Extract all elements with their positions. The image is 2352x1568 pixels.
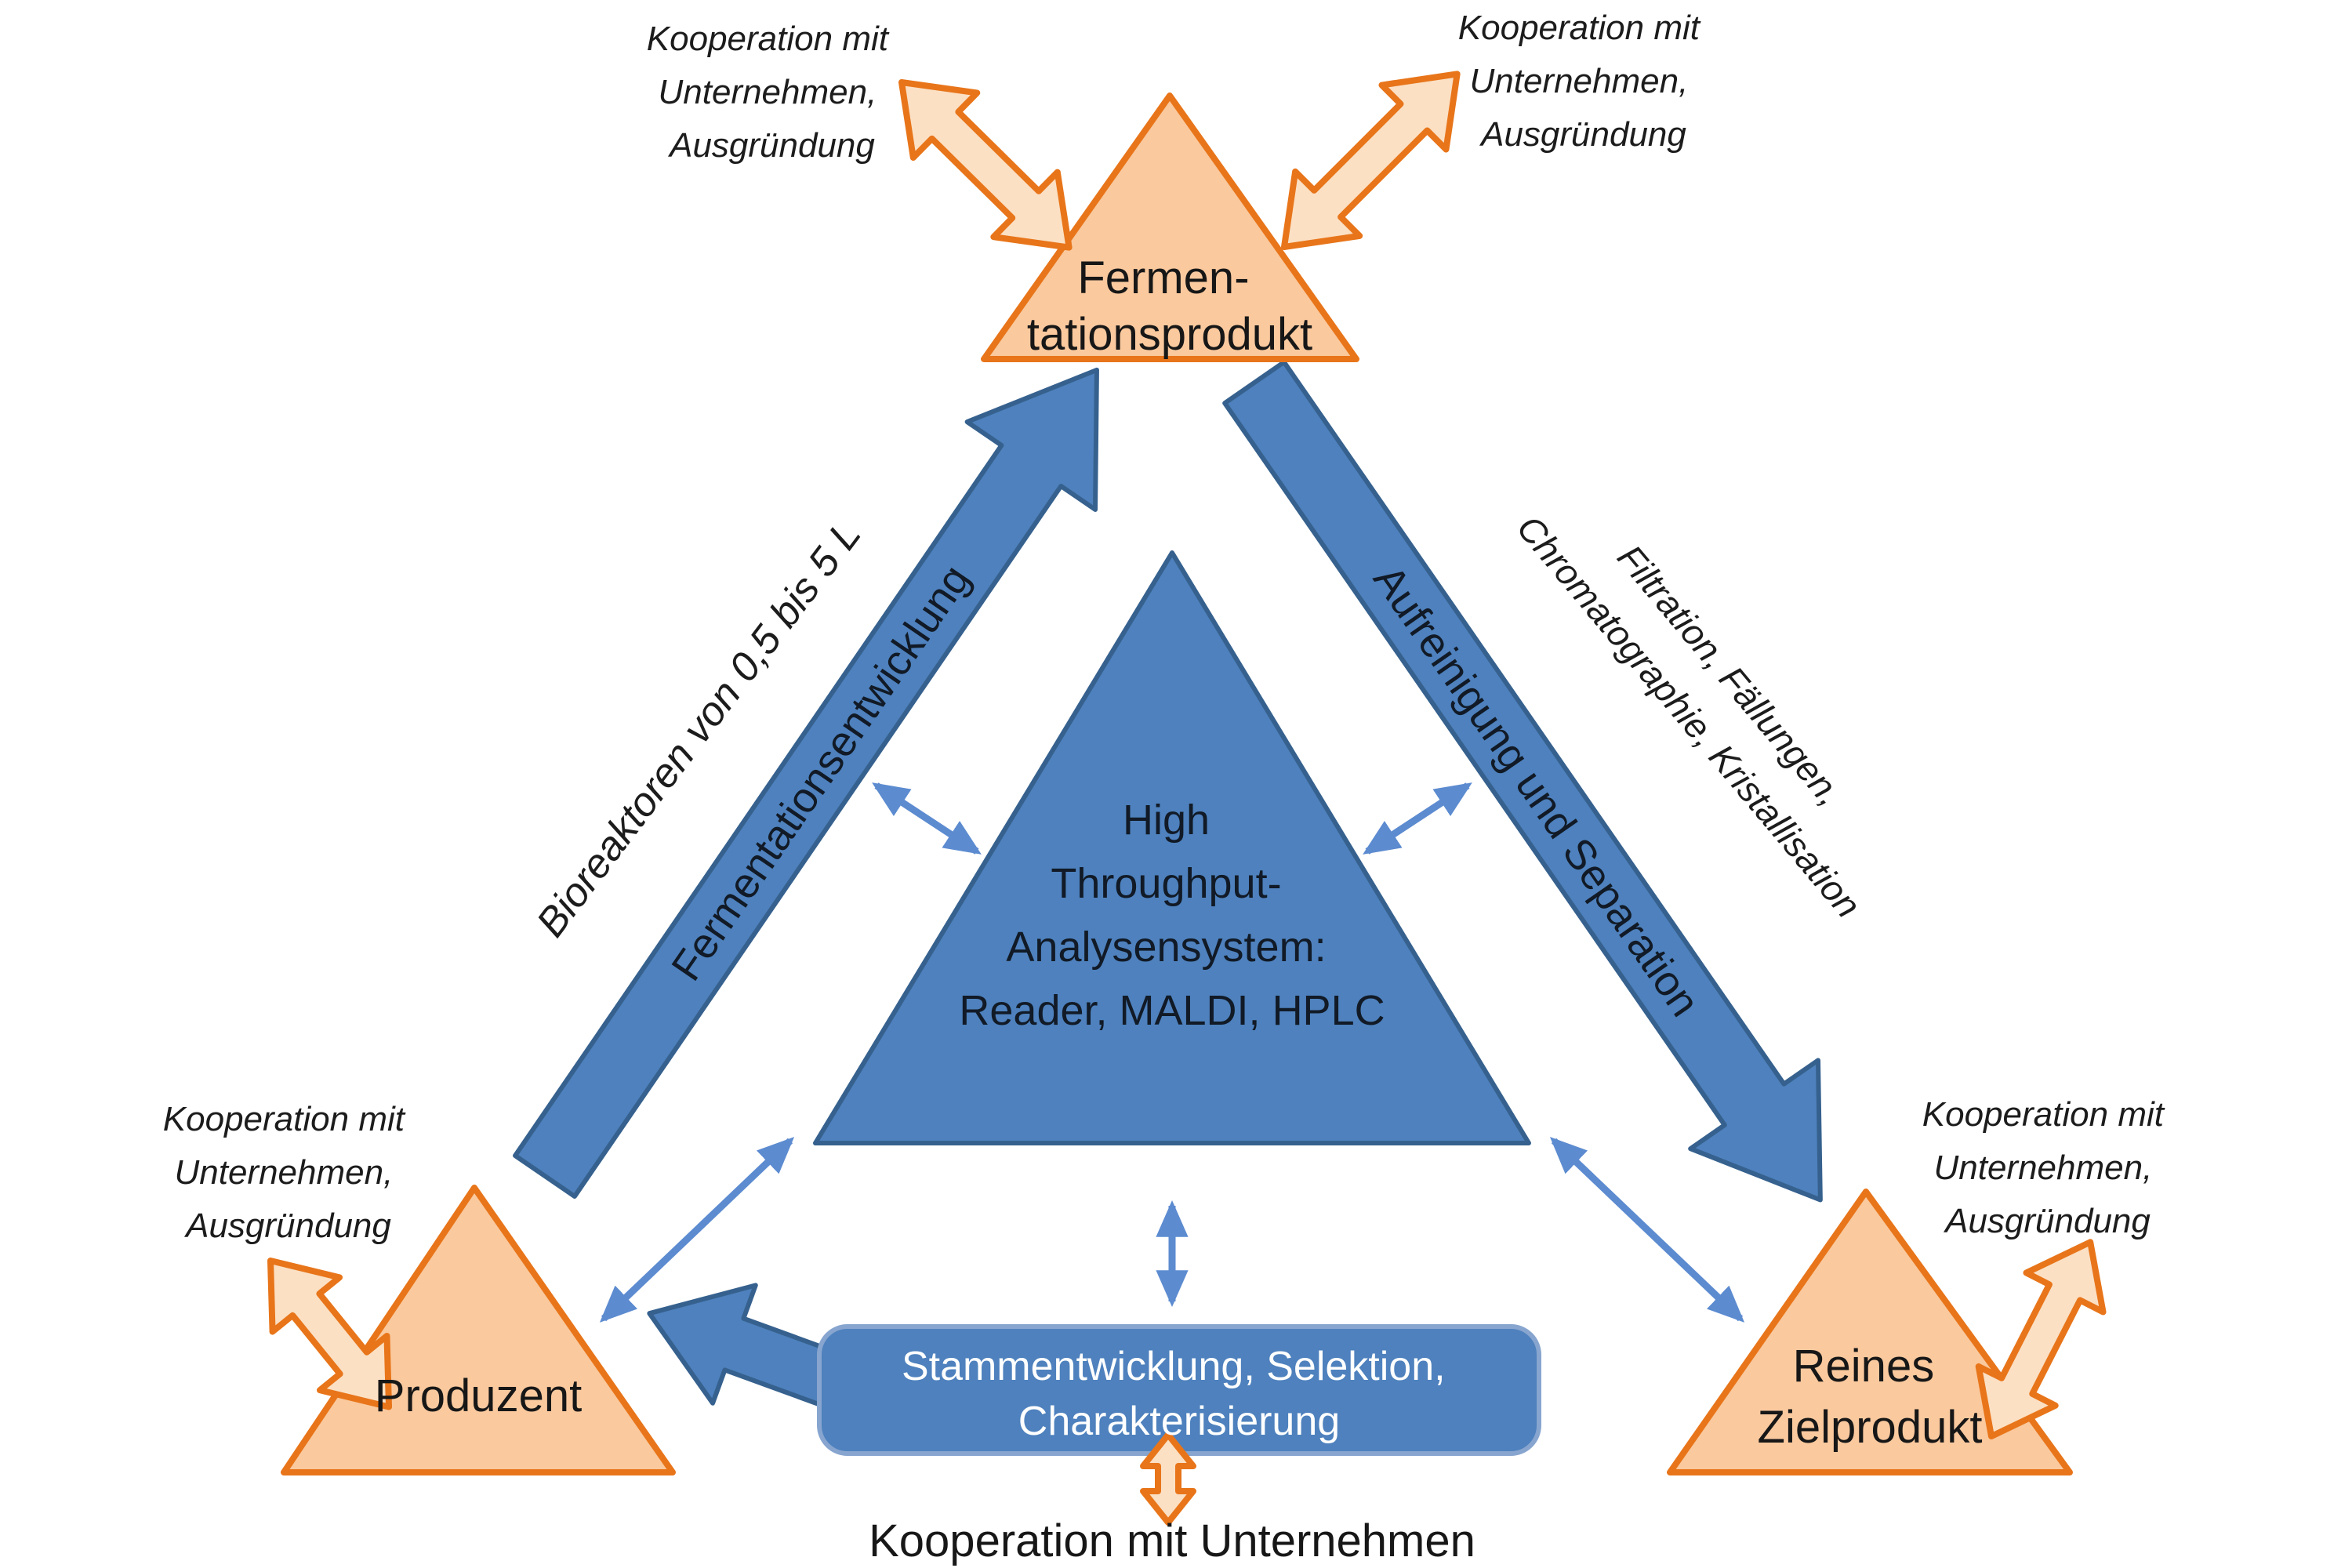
connector-left-upper-arrow	[872, 782, 982, 855]
reines-zielprodukt-label-line2: Zielprodukt	[1758, 1402, 1983, 1453]
cooperation-note-bottom-left: Kooperation mit Unternehmen, Ausgründung	[163, 1100, 414, 1245]
reines-zielprodukt-label-line1: Reines	[1793, 1341, 1935, 1392]
fermentation-arrow-up	[513, 367, 1099, 1199]
cooperation-note-top-right: Kooperation mit Unternehmen, Ausgründung	[1458, 9, 1709, 154]
aufreinigung-arrow-down	[1222, 359, 1823, 1203]
cooperation-note-bottom-right: Kooperation mit Unternehmen, Ausgründung	[1922, 1095, 2173, 1240]
connector-left-lower-arrow	[599, 1137, 795, 1323]
fermentationsentwicklung-label: Fermentationsentwicklung	[662, 557, 979, 989]
reines-zielprodukt-triangle	[1667, 1189, 2073, 1475]
produzent-label: Produzent	[375, 1370, 582, 1421]
connector-right-upper-arrow	[1363, 782, 1472, 855]
cooperation-note-top-left: Kooperation mit Unternehmen, Ausgründung	[647, 20, 898, 165]
fermentationsprodukt-triangle	[981, 93, 1359, 362]
cooperation-arrow-top-left	[898, 79, 1073, 251]
cooperation-arrow-bottom-left	[267, 1258, 393, 1410]
stammentwicklung-box-label: Stammentwicklung, Selektion, Charakteris…	[902, 1344, 1457, 1444]
cooperation-arrow-bottom-right	[1975, 1239, 2107, 1439]
cooperation-arrow-bottom-center	[1140, 1432, 1196, 1526]
connector-right-lower-arrow	[1549, 1137, 1745, 1323]
fermentationsprodukt-label-line1: Fermen-	[1077, 252, 1249, 303]
fermentationsprodukt-label: Fermen- tationsprodukt	[1027, 252, 1312, 360]
analysensystem-triangle	[813, 550, 1531, 1145]
analysensystem-label: High Throughput- Analysensystem: Reader,…	[959, 797, 1385, 1034]
reines-zielprodukt-label: Reines Zielprodukt	[1758, 1341, 1983, 1453]
cooperation-bottom-label: Kooperation mit Unternehmen	[869, 1515, 1475, 1566]
cooperation-arrow-top-right	[1281, 71, 1461, 250]
fermentationsprodukt-label-line2: tationsprodukt	[1027, 309, 1312, 360]
